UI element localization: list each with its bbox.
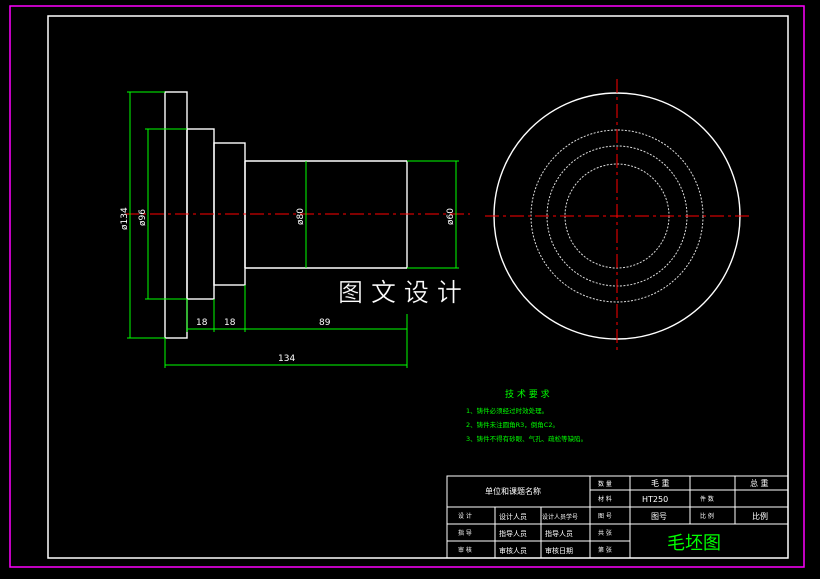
tech-title: 技 术 要 求 [505,388,550,400]
tb-qty-label: 数 量 [598,480,612,488]
tb-guide-role: 指 导 [458,529,472,537]
tech-note-1: 1、铸件必须经过时效处理。 [466,406,548,415]
tb-review-role: 审 核 [458,546,472,554]
watermark-text: 图 文 设 计 [338,278,462,307]
title-block-frame [446,475,789,559]
tb-sheets-total: 共 张 [598,529,612,537]
tb-unit: 单位和课题名称 [485,486,541,496]
dim-d96-text: ø96 [138,209,148,226]
dim-89-text: 89 [319,318,331,328]
end-view [485,79,752,352]
dim-total-text: 134 [278,354,295,364]
outer-frame [9,5,805,568]
tb-design-role: 设 计 [458,512,472,520]
dim-d60-text: ø60 [446,208,456,225]
tech-note-3: 3、铸件不得有砂眼、气孔、疏松等缺陷。 [466,434,587,443]
tb-guide-person: 指导人员 [499,529,527,538]
tech-note-2: 2、铸件未注圆角R3，倒角C2。 [466,420,559,429]
dim-18a-text: 18 [196,318,208,328]
tb-drawing-no-label: 图 号 [598,513,612,520]
drawing-name: 毛坯图 [667,533,721,554]
tb-material-label: 材 料 [598,495,612,503]
tb-scale-value: 比例 [752,511,768,521]
tb-guide-person-2: 指导人员 [545,529,573,538]
tb-weight-label: 毛 重 [651,478,670,488]
tb-drawing-no-value: 图号 [651,512,667,521]
tb-review-person: 审核人员 [499,546,527,555]
dim-d80-text: ø80 [296,208,306,225]
tb-scale-label: 比 例 [700,512,714,520]
inner-frame [47,15,789,559]
tb-sheet-number: 第 张 [598,546,612,554]
tb-total-weight-label: 总 重 [750,478,769,488]
tech-requirements: 技 术 要 求 1、铸件必须经过时效处理。 2、铸件未注圆角R3，倒角C2。 3… [466,388,587,443]
tb-count-label: 件 数 [700,495,714,503]
tb-review-date: 审核日期 [545,546,573,555]
tb-material-value: HT250 [642,495,668,504]
tb-design-id: 设计人员学号 [542,513,578,521]
dim-18b-text: 18 [224,318,236,328]
dimension-lines [127,91,459,368]
dim-d134-text: ø134 [120,207,130,230]
tb-design-person: 设计人员 [499,512,527,521]
title-block [446,475,789,559]
